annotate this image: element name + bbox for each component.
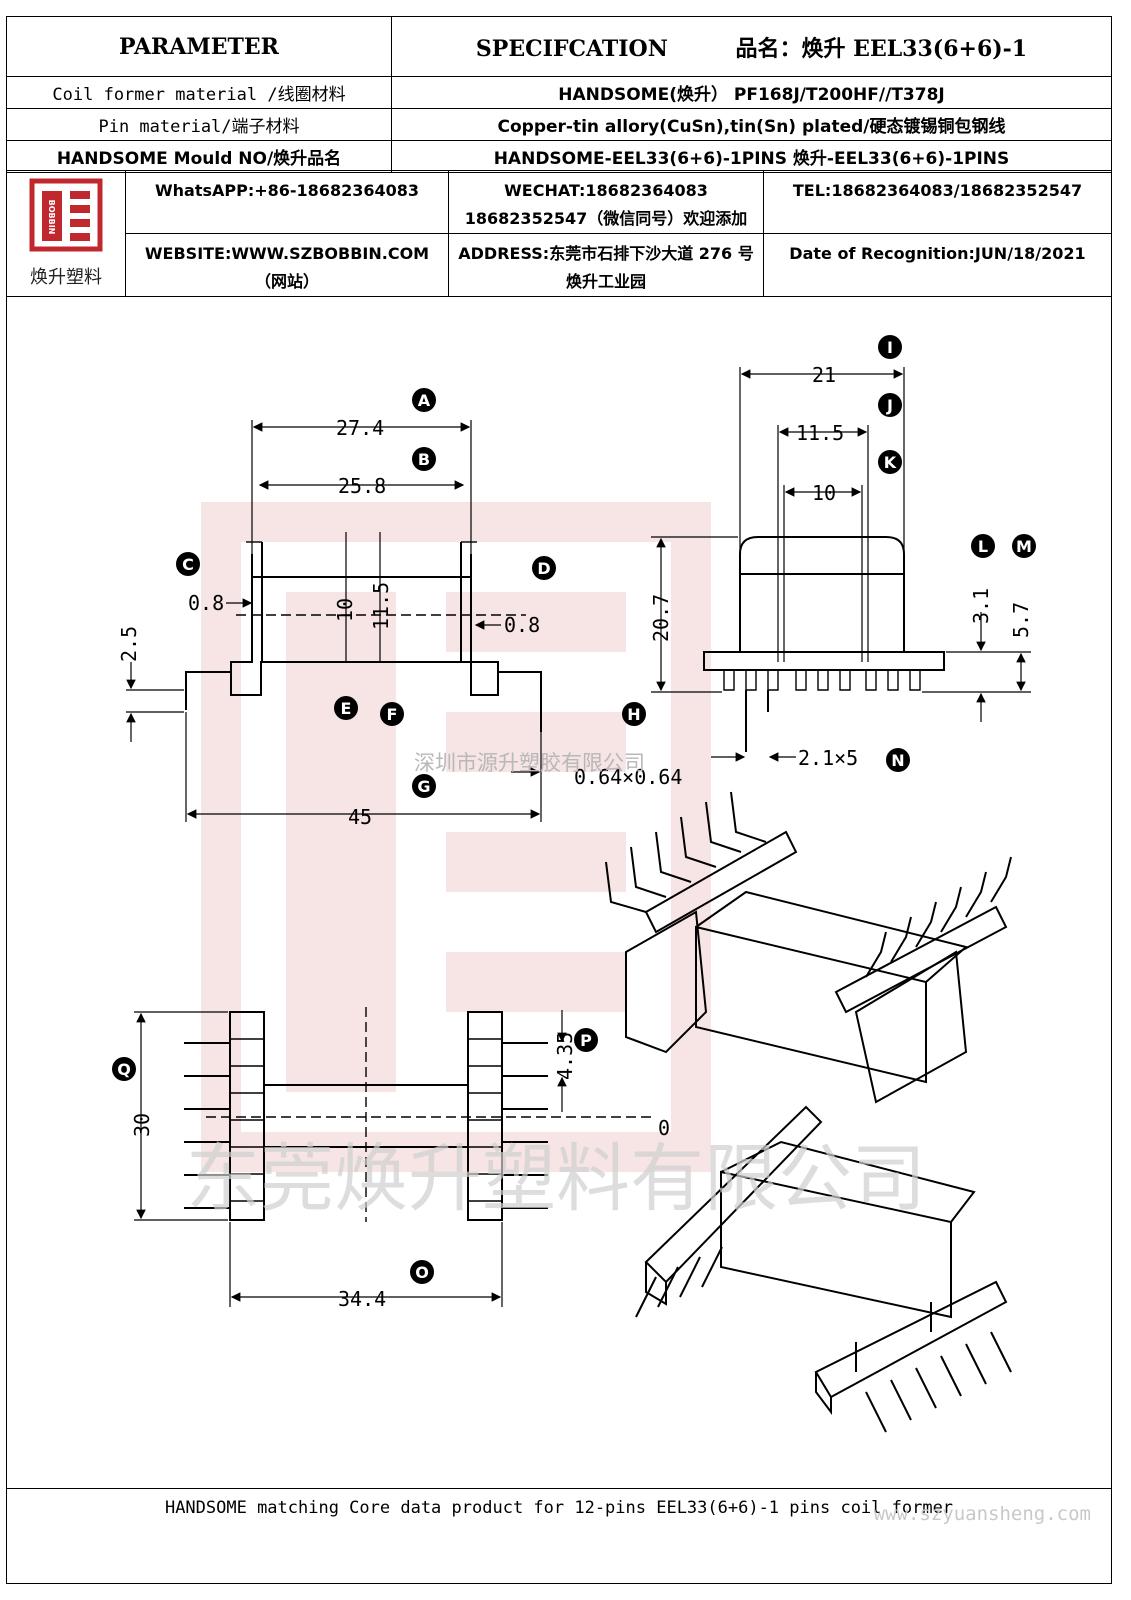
dim-o-text: 34.4 — [338, 1287, 386, 1311]
callout-c-label: C — [182, 555, 194, 574]
dim-pin-text: 0.64×0.64 — [574, 765, 682, 789]
wechat-cell: WECHAT:18682364083 18682352547（微信同号）欢迎添加 — [448, 170, 764, 234]
dim-k-text: 10 — [812, 481, 836, 505]
callout-k-circle — [878, 450, 902, 474]
callout-e-circle — [334, 696, 358, 720]
callout-p-label: P — [580, 1031, 592, 1050]
footer-note: HANDSOME matching Core data product for … — [6, 1488, 1112, 1529]
dim-n-text: 2.1×5 — [798, 746, 858, 770]
callout-m-label: M — [1016, 537, 1032, 556]
parameter-table: PARAMETER SPECIFCATION 品名：焕升 EEL33(6+6)-… — [6, 16, 1112, 173]
footer-watermark-site: www.szyuansheng.com — [873, 1503, 1091, 1525]
technical-drawing: .ln { stroke:#000; stroke-width:2; fill:… — [112, 335, 1036, 1433]
recognition-date-cell: Date of Recognition:JUN/18/2021 — [763, 233, 1112, 297]
front-view: 27.4 25.8 10 11.5 0.8 0.8 2.5 45 0.64×0.… — [117, 416, 682, 829]
callout-f-circle — [380, 702, 404, 726]
callout-k-label: K — [884, 453, 897, 472]
callout-c-circle — [176, 552, 200, 576]
callout-j-circle — [878, 393, 902, 417]
callout-o-label: O — [415, 1263, 429, 1282]
callout-b-label: B — [418, 450, 430, 469]
isometric-view-top — [605, 791, 1012, 1104]
coil-former-material-label: Coil former material /线圈材料 — [6, 76, 392, 109]
dim-10-text: 10 — [333, 598, 357, 622]
logo-mark: BOBBIN — [47, 200, 56, 235]
address-cell: ADDRESS:东莞市石排下沙大道 276 号焕升工业园 — [448, 233, 764, 297]
product-name-label: 品名： — [735, 35, 802, 62]
callout-d-circle — [532, 556, 556, 580]
callout-labels: A B C D E F G H I J K L M N O P Q — [112, 335, 1036, 1284]
callout-a-circle — [412, 388, 436, 412]
callout-h-circle — [622, 702, 646, 726]
product-name: 焕升 EEL33(6+6)-1 — [801, 35, 1028, 62]
callout-h-label: H — [627, 705, 640, 724]
contact-table: BOBBIN 焕升塑料 WhatsAPP:+86-18682364083 WEC… — [6, 170, 1112, 297]
dim-l-text: 3.1 — [969, 588, 993, 624]
watermark-large: 东莞焕升塑料有限公司 — [186, 1136, 926, 1222]
wechat-line-1: WECHAT:18682364083 — [504, 181, 708, 200]
callout-q-circle — [112, 1057, 136, 1081]
callout-j-label: J — [886, 396, 893, 415]
specification-header: SPECIFCATION 品名：焕升 EEL33(6+6)-1 — [391, 16, 1112, 77]
callout-g-label: G — [417, 777, 430, 796]
callout-n-label: N — [891, 751, 904, 770]
side-pins — [723, 670, 921, 752]
dim-c-text: 0.8 — [188, 591, 224, 615]
dim-b-text: 25.8 — [338, 474, 386, 498]
callout-n-circle — [886, 748, 910, 772]
pin-material-value: Copper-tin allory(CuSn),tin(Sn) plated/硬… — [391, 108, 1112, 141]
watermark-small: 深圳市源升塑胶有限公司 — [414, 751, 645, 775]
dim-2-5-text: 2.5 — [117, 626, 141, 662]
callout-l-circle — [971, 534, 995, 558]
mould-no-value: HANDSOME-EEL33(6+6)-1PINS 焕升-EEL33(6+6)-… — [391, 140, 1112, 173]
callout-m-circle — [1012, 534, 1036, 558]
dim-p-text: 4.35 — [553, 1032, 577, 1080]
pin-material-label: Pin material/端子材料 — [6, 108, 392, 141]
callout-e-label: E — [341, 699, 352, 718]
callout-p-circle — [574, 1028, 598, 1052]
logo-caption: 焕升塑料 — [30, 267, 102, 288]
callout-f-label: F — [387, 705, 398, 724]
isometric-view-bottom — [635, 1105, 1012, 1433]
callout-b-circle — [412, 447, 436, 471]
coil-former-material-value: HANDSOME(焕升） PF168J/T200HF//T378J — [391, 76, 1112, 109]
parameter-header: PARAMETER — [6, 16, 392, 77]
callout-d-label: D — [537, 559, 550, 578]
website-cell: WEBSITE:WWW.SZBOBBIN.COM（网站） — [125, 233, 449, 297]
dim-j-text: 11.5 — [796, 421, 844, 445]
side-view: 21 11.5 10 20.7 — [649, 363, 1033, 770]
callout-a-label: A — [418, 391, 431, 410]
dim-q-text: 30 — [130, 1113, 154, 1137]
whatsapp-cell: WhatsAPP:+86-18682364083 — [125, 170, 449, 234]
bobbin-logo-icon: BOBBIN — [29, 178, 103, 252]
wechat-line-2: 18682352547（微信同号）欢迎添加 — [464, 209, 748, 228]
callout-o-circle — [410, 1260, 434, 1284]
dim-a-text: 27.4 — [336, 416, 384, 440]
dim-d-text: 0.8 — [504, 613, 540, 637]
dim-i-text: 21 — [812, 363, 836, 387]
dim-11-5-text: 11.5 — [369, 582, 393, 630]
callout-i-label: I — [887, 338, 893, 357]
mould-no-label: HANDSOME Mould NO/焕升品名 — [6, 140, 392, 173]
dim-h-text: 20.7 — [649, 594, 673, 642]
bottom-view: 30 34.4 4.35 0 — [130, 1007, 670, 1311]
callout-q-label: Q — [117, 1060, 131, 1079]
dim-m-text: 5.7 — [1009, 602, 1033, 638]
callout-i-circle — [878, 335, 902, 359]
dim-g-text: 45 — [348, 805, 372, 829]
callout-l-label: L — [978, 537, 988, 556]
bottom-pins — [184, 1042, 548, 1209]
callout-g-circle — [412, 774, 436, 798]
background-logo-watermark — [201, 502, 711, 1172]
specification-label: SPECIFCATION — [475, 35, 668, 62]
company-logo: BOBBIN 焕升塑料 — [6, 170, 126, 297]
tel-cell: TEL:18682364083/18682352547 — [763, 170, 1112, 234]
dim-zero-text: 0 — [658, 1116, 670, 1140]
